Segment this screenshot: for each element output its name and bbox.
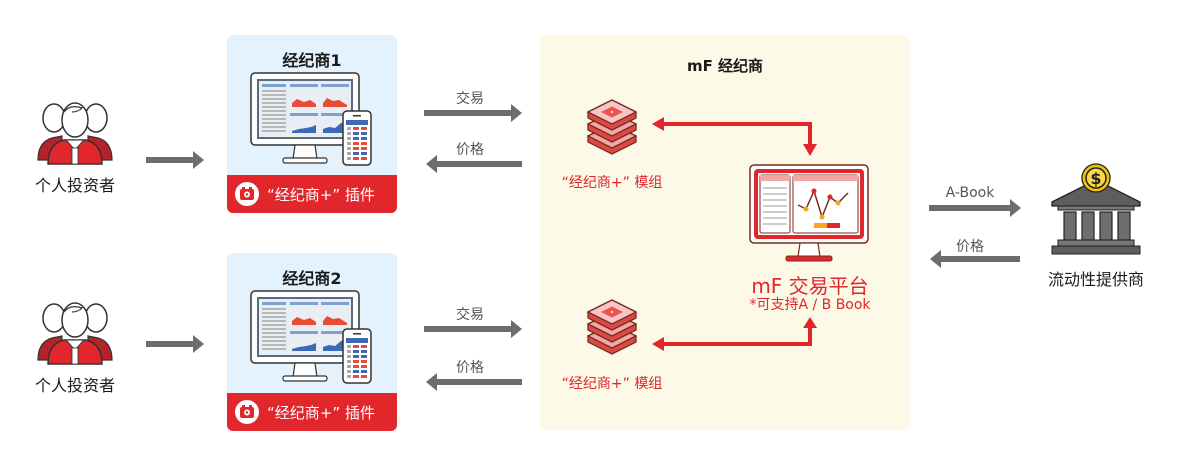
broker-card-2: 经纪商2 “经纪商+” 插件 [227,253,397,431]
broker-plugin-bar: “经纪商+” 插件 [227,393,397,431]
investor-group-2: 个人投资者 [20,298,130,396]
platform-subtitle: *可支持A / B Book [749,297,871,313]
broker-title: 经纪商1 [282,51,342,70]
arrow-investor-to-broker-1 [146,151,204,169]
desktop-and-mobile-icon [250,72,372,166]
plugin-label: “经纪商+” 插件 [267,185,375,204]
arrow-lp-price [930,250,1020,268]
broker-card-1: 经纪商1 “经纪商+” 插件 [227,35,397,213]
price-label-2: 价格 [456,360,484,376]
broker-plugin-bar: “经纪商+” 插件 [227,175,397,213]
a-book-label: A-Book [945,185,995,201]
module-label-2: “经纪商+” 模组 [561,376,663,392]
trade-label-1: 交易 [456,91,484,107]
server-module-icon [586,99,638,155]
module-platform-connector-2 [652,317,817,351]
arrow-price-2 [426,373,522,391]
arrow-price-1 [426,155,522,173]
arrow-investor-to-broker-2 [146,335,204,353]
investor-label: 个人投资者 [34,376,115,395]
server-module-icon [586,299,638,355]
price-label-1: 价格 [456,142,484,158]
arrow-a-book [929,199,1021,217]
trade-label-2: 交易 [456,307,484,323]
arrow-trade-1 [424,104,522,122]
module-platform-connector-1 [652,117,817,156]
mf-broker-title: mF 经纪商 [686,57,764,75]
broker-title: 经纪商2 [282,269,342,288]
trading-platform-monitor-icon [749,164,869,262]
plugin-gear-icon [235,400,259,424]
investors-icon [37,302,113,365]
lp-price-label: 价格 [956,239,984,255]
arrow-trade-2 [424,320,522,338]
investor-group-1: 个人投资者 [20,98,130,196]
plugin-gear-icon [235,182,259,206]
svg-text:$: $ [1090,169,1101,188]
desktop-and-mobile-icon [250,290,372,384]
liquidity-provider-label: 流动性提供商 [1047,270,1144,289]
investors-icon [37,102,113,165]
investor-label: 个人投资者 [34,176,115,195]
bank-dollar-icon: $ [1051,163,1141,255]
plugin-label: “经纪商+” 插件 [267,403,375,422]
module-label-1: “经纪商+” 模组 [561,175,663,191]
platform-title: mF 交易平台 [751,274,869,298]
